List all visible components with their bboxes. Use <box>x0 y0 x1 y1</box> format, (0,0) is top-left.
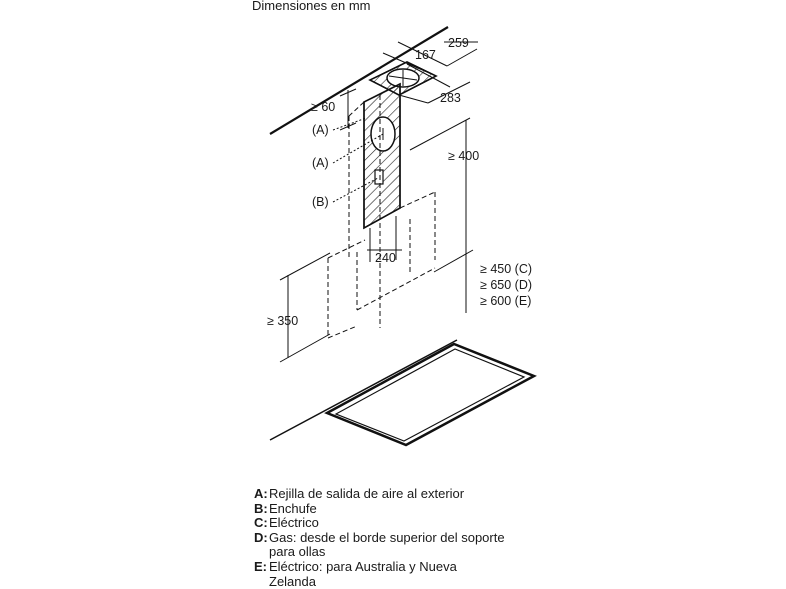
diagram-title: Dimensiones en mm <box>252 0 371 13</box>
worktop-edge <box>269 339 458 441</box>
chimney-upper <box>363 82 401 230</box>
svg-text:(A): (A) <box>312 123 329 137</box>
dim-259: 259 <box>448 36 469 50</box>
legend-item: C:Eléctrico <box>254 515 319 531</box>
svg-text:(B): (B) <box>312 195 329 209</box>
legend-item: B:Enchufe <box>254 500 317 516</box>
callout-a-2: A <box>316 156 325 170</box>
legend-item: D:Gas: desde el borde superior del sopor… <box>254 529 505 545</box>
socket <box>374 169 384 185</box>
legend-item: para ollas <box>269 544 326 560</box>
dim-60: ≥ 60 <box>311 100 335 114</box>
hob-outline <box>324 342 537 447</box>
legend-item: E:Eléctrico: para Australia y Nueva <box>254 558 457 574</box>
svg-text:≥ 600 (E): ≥ 600 (E) <box>480 294 531 308</box>
svg-text:(A): (A) <box>312 156 329 170</box>
legend: A:Rejilla de salida de aire al exterior … <box>254 486 505 589</box>
callout-a-1: A <box>316 123 325 137</box>
dim-400: ≥ 400 <box>448 149 479 163</box>
svg-text:≥ 450 (C): ≥ 450 (C) <box>480 262 532 276</box>
legend-item: Zelanda <box>269 573 316 589</box>
dim-240: 240 <box>375 251 396 265</box>
dim-283: 283 <box>440 91 461 105</box>
legend-item: A:Rejilla de salida de aire al exterior <box>254 486 465 501</box>
callout-c: C <box>519 262 528 276</box>
dim-450: ≥ 450 <box>480 262 511 276</box>
callout-b: B <box>316 195 324 209</box>
dim-350: ≥ 350 <box>267 314 298 328</box>
callout-d: D <box>519 278 528 292</box>
ceiling-line <box>269 26 449 135</box>
dim-600: ≥ 600 <box>480 294 511 308</box>
dim-167: 167 <box>415 48 436 62</box>
callout-e: E <box>519 294 527 308</box>
svg-text:≥ 650 (D): ≥ 650 (D) <box>480 278 532 292</box>
dim-650: ≥ 650 <box>480 278 511 292</box>
